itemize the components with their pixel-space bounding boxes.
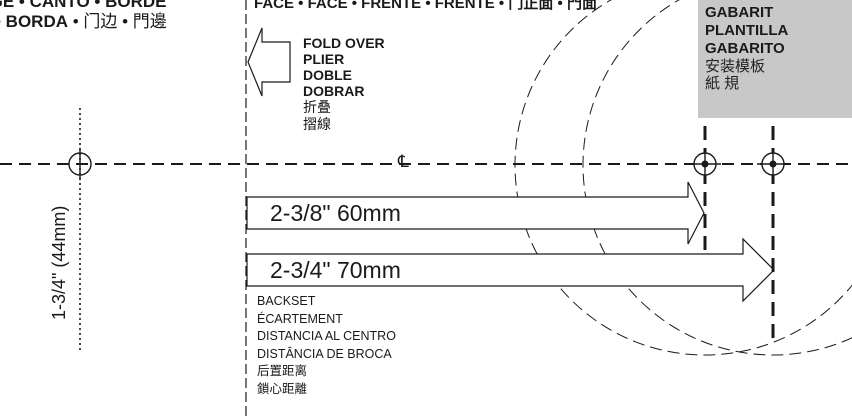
template-cjk-2: 紙 規 [705, 75, 740, 92]
edge-label-line2: • BORDA • 门边 • 門邊 [0, 12, 167, 32]
arrow-70mm [246, 237, 775, 303]
template-line-2: PLANTILLA [705, 22, 789, 39]
drill-crosshair-70mm [757, 148, 789, 180]
template-title: GABARIT PLANTILLA GABARITO 安装模板 紙 規 [705, 4, 788, 92]
template-title-box [698, 0, 852, 118]
edge-label-line1: EDGE • CANTO • BORDE [0, 0, 167, 11]
fold-line-4: DOBRAR [303, 83, 365, 99]
fold-line-1: FOLD OVER [303, 35, 385, 51]
fold-over-label: FOLD OVER PLIER DOBLE DOBRAR 折叠 摺線 [303, 35, 385, 133]
fold-line-2: PLIER [303, 51, 345, 67]
backset-line-5: 后置距离 [257, 364, 308, 378]
edge-label-borda: • BORDA [0, 12, 69, 31]
face-label: FACE • FACE • FRENTE • FRENTE • 门正面 • 門面 [254, 0, 597, 12]
drill-crosshair-60mm [689, 148, 721, 180]
arc-circle-70mm [582, 0, 852, 356]
backset-line-4: DISTÂNCIA DE BROCA [257, 346, 392, 361]
template-line-3: GABARITO [705, 40, 785, 57]
backset-line-6: 鎖心距離 [257, 381, 308, 396]
measurement-60mm: 2-3/8" 60mm [270, 200, 401, 226]
door-thickness-label: 1-3/4" (44mm) [49, 205, 69, 320]
backset-line-2: ÉCARTEMENT [257, 311, 343, 326]
backset-line-3: DISTANCIA AL CENTRO [257, 329, 396, 343]
fold-line-3: DOBLE [303, 67, 352, 83]
fold-cjk-2: 摺線 [303, 116, 331, 132]
edge-label-cjk: • 门边 • 門邊 [68, 12, 167, 31]
centerline-symbol: ℄ [398, 152, 409, 171]
template-line-1: GABARIT [705, 4, 774, 21]
fold-cjk-1: 折叠 [303, 99, 331, 115]
backset-line-1: BACKSET [257, 294, 316, 308]
backset-label: BACKSET ÉCARTEMENT DISTANCIA AL CENTRO D… [257, 293, 396, 398]
arrow-60mm [246, 181, 705, 245]
fold-arrow [247, 27, 291, 97]
template-cjk-1: 安装模板 [705, 58, 766, 75]
measurement-70mm: 2-3/4" 70mm [270, 257, 401, 283]
